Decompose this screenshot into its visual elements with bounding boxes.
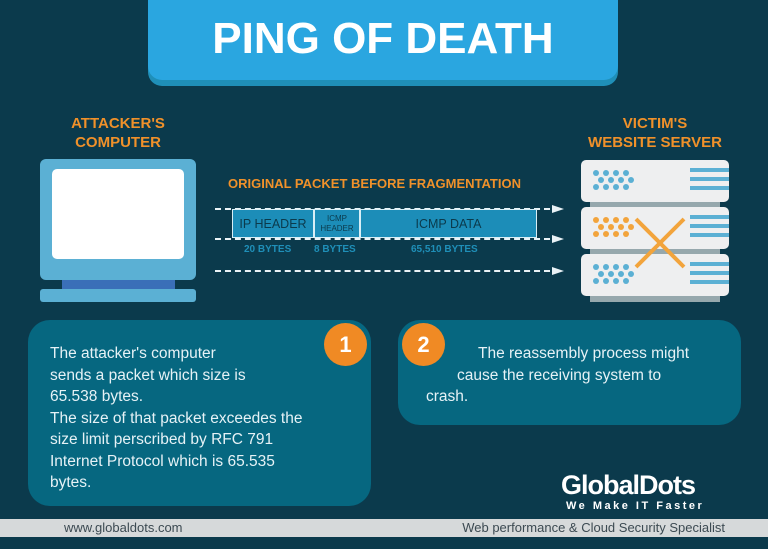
step-1-badge: 1 <box>324 323 367 366</box>
step-2-text: The reassembly process might cause the r… <box>426 345 690 405</box>
bytes-ip-header: 20 BYTES <box>244 244 292 255</box>
step-1-text: The attacker's computer sends a packet w… <box>50 345 303 491</box>
crash-x-icon <box>634 217 686 269</box>
step-2-badge: 2 <box>402 323 445 366</box>
packet-title: ORIGINAL PACKET BEFORE FRAGMENTATION <box>228 176 521 191</box>
step-2-card: The reassembly process might cause the r… <box>398 320 741 425</box>
brand-tagline: We Make IT Faster <box>566 500 705 512</box>
footer-website-link[interactable]: www.globaldots.com <box>64 520 183 535</box>
footer-bar: www.globaldots.com Web performance & Clo… <box>0 519 768 537</box>
bytes-icmp-data: 65,510 BYTES <box>411 244 478 255</box>
footer-tagline: Web performance & Cloud Security Special… <box>462 520 725 535</box>
packet-segment-ip-header: IP HEADER <box>232 209 314 238</box>
bytes-icmp-header: 8 BYTES <box>314 244 356 255</box>
packet-segment-icmp-header: ICMP HEADER <box>314 209 360 238</box>
page-title: PING OF DEATH <box>148 0 618 80</box>
packet-segment-icmp-data: ICMP DATA <box>360 209 537 238</box>
step-1-card: The attacker's computer sends a packet w… <box>28 320 371 506</box>
attacker-label: ATTACKER'S COMPUTER <box>71 115 165 151</box>
globaldots-logo: GlobalDots <box>561 470 696 500</box>
victim-label: VICTIM'S WEBSITE SERVER <box>588 115 722 151</box>
